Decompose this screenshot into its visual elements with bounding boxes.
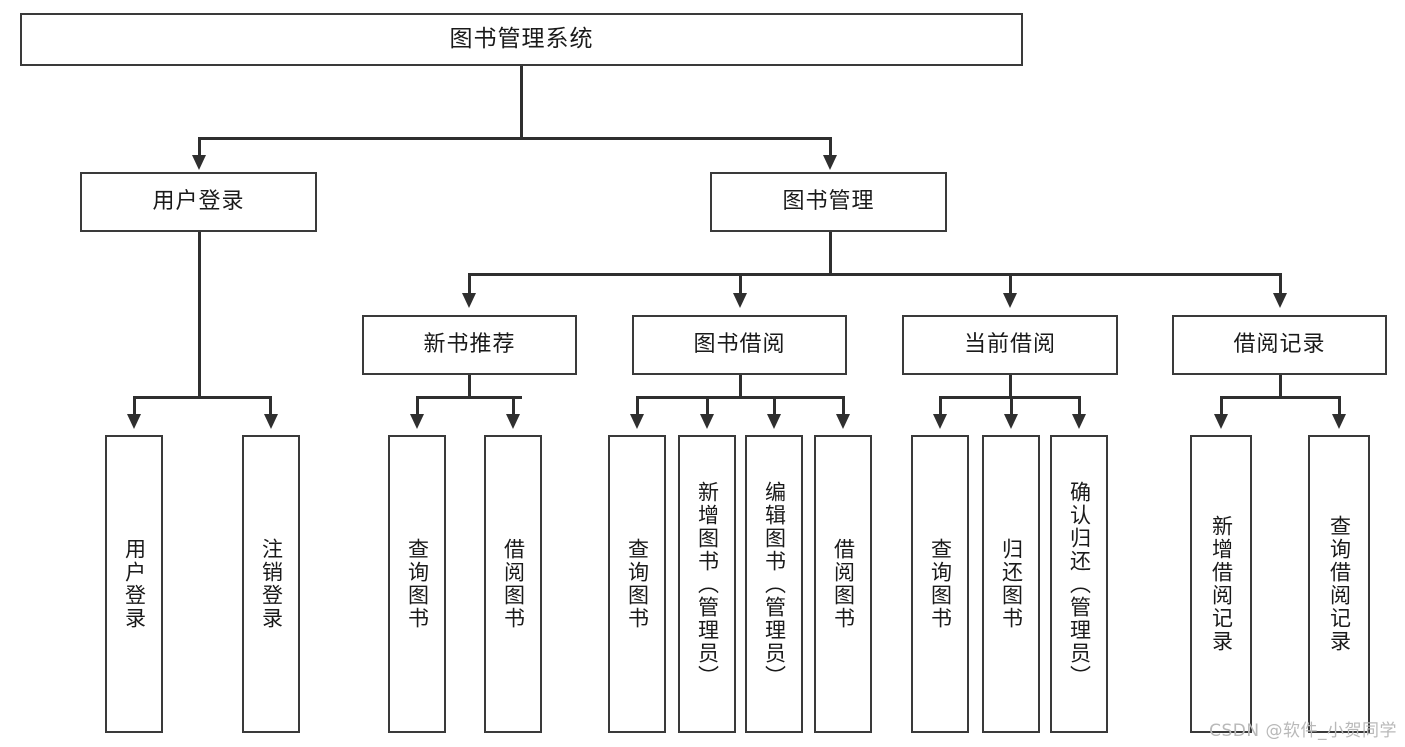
arrow-leaf-user-logout bbox=[264, 414, 278, 429]
connector-level3-bus bbox=[468, 273, 1280, 276]
node-borrow-record[interactable]: 借阅记录 bbox=[1172, 315, 1387, 375]
arrow-leaf-borrow-book-2 bbox=[836, 414, 850, 429]
node-user-login-label: 用户登录 bbox=[152, 189, 245, 215]
connector-cb-leg-2 bbox=[1010, 396, 1013, 416]
node-leaf-confirm-return[interactable]: 确认归还（管理员） bbox=[1050, 435, 1108, 733]
connector-l3-leg-2 bbox=[739, 273, 742, 295]
connector-l3-leg-1 bbox=[468, 273, 471, 295]
node-leaf-edit-book[interactable]: 编辑图书（管理员） bbox=[745, 435, 803, 733]
connector-br-leg-1 bbox=[1220, 396, 1223, 416]
node-book-manage-label: 图书管理 bbox=[782, 189, 875, 215]
arrow-leaf-confirm-return bbox=[1072, 414, 1086, 429]
node-leaf-add-record[interactable]: 新增借阅记录 bbox=[1190, 435, 1252, 733]
arrow-to-new-book-recommend bbox=[462, 293, 476, 308]
node-leaf-query-record-label: 查询借阅记录 bbox=[1327, 515, 1352, 653]
connector-new-book-leg-1 bbox=[416, 396, 419, 416]
connector-user-login-leg-1 bbox=[133, 396, 136, 416]
node-leaf-user-login[interactable]: 用户登录 bbox=[105, 435, 163, 733]
connector-bb-leg-1 bbox=[636, 396, 639, 416]
node-borrow-record-label: 借阅记录 bbox=[1233, 332, 1326, 358]
arrow-leaf-query-book-1 bbox=[410, 414, 424, 429]
connector-root-to-user-login bbox=[198, 137, 201, 157]
node-leaf-return-book-label: 归还图书 bbox=[999, 538, 1024, 630]
connector-bb-leg-4 bbox=[842, 396, 845, 416]
connector-user-login-bus bbox=[133, 396, 271, 399]
node-leaf-confirm-return-label: 确认归还（管理员） bbox=[1067, 480, 1092, 688]
arrow-leaf-query-book-3 bbox=[933, 414, 947, 429]
arrow-leaf-user-login bbox=[127, 414, 141, 429]
node-new-book-recommend[interactable]: 新书推荐 bbox=[362, 315, 577, 375]
node-root[interactable]: 图书管理系统 bbox=[20, 13, 1023, 66]
node-leaf-borrow-book-2[interactable]: 借阅图书 bbox=[814, 435, 872, 733]
connector-l3-leg-4 bbox=[1279, 273, 1282, 295]
connector-cb-leg-3 bbox=[1078, 396, 1081, 416]
node-leaf-query-book-3-label: 查询图书 bbox=[928, 538, 953, 630]
arrow-to-borrow-record bbox=[1273, 293, 1287, 308]
node-current-borrow[interactable]: 当前借阅 bbox=[902, 315, 1118, 375]
connector-root-down bbox=[520, 66, 523, 138]
node-leaf-query-book-2[interactable]: 查询图书 bbox=[608, 435, 666, 733]
node-leaf-user-login-label: 用户登录 bbox=[122, 538, 147, 630]
connector-cb-leg-1 bbox=[939, 396, 942, 416]
connector-book-borrow-bus bbox=[636, 396, 844, 399]
node-book-borrow[interactable]: 图书借阅 bbox=[632, 315, 847, 375]
arrow-leaf-add-book bbox=[700, 414, 714, 429]
connector-user-login-leg-2 bbox=[269, 396, 272, 416]
node-leaf-user-logout[interactable]: 注销登录 bbox=[242, 435, 300, 733]
node-leaf-borrow-book-1-label: 借阅图书 bbox=[501, 538, 526, 630]
arrow-leaf-borrow-book-1 bbox=[506, 414, 520, 429]
node-user-login[interactable]: 用户登录 bbox=[80, 172, 317, 232]
node-leaf-borrow-book-1[interactable]: 借阅图书 bbox=[484, 435, 542, 733]
arrow-leaf-query-record bbox=[1332, 414, 1346, 429]
arrow-to-current-borrow bbox=[1003, 293, 1017, 308]
connector-current-borrow-bus bbox=[939, 396, 1079, 399]
node-leaf-edit-book-label: 编辑图书（管理员） bbox=[762, 480, 787, 688]
arrow-to-user-login bbox=[192, 155, 206, 170]
connector-user-login-down bbox=[198, 232, 201, 397]
connector-bb-leg-2 bbox=[706, 396, 709, 416]
connector-br-leg-2 bbox=[1338, 396, 1341, 416]
connector-bb-leg-3 bbox=[773, 396, 776, 416]
node-book-borrow-label: 图书借阅 bbox=[693, 332, 786, 358]
connector-new-book-bus bbox=[416, 396, 522, 399]
node-leaf-add-record-label: 新增借阅记录 bbox=[1209, 515, 1234, 653]
node-leaf-borrow-book-2-label: 借阅图书 bbox=[831, 538, 856, 630]
connector-new-book-leg-2 bbox=[512, 396, 515, 416]
arrow-leaf-edit-book bbox=[767, 414, 781, 429]
node-leaf-query-book-3[interactable]: 查询图书 bbox=[911, 435, 969, 733]
node-new-book-recommend-label: 新书推荐 bbox=[423, 332, 516, 358]
node-leaf-query-book-2-label: 查询图书 bbox=[625, 538, 650, 630]
connector-root-bus bbox=[198, 137, 832, 140]
connector-borrow-record-bus bbox=[1220, 396, 1340, 399]
arrow-leaf-add-record bbox=[1214, 414, 1228, 429]
connector-book-borrow-down bbox=[739, 375, 742, 397]
node-book-manage[interactable]: 图书管理 bbox=[710, 172, 947, 232]
connector-l3-leg-3 bbox=[1009, 273, 1012, 295]
arrow-to-book-borrow bbox=[733, 293, 747, 308]
node-root-label: 图书管理系统 bbox=[449, 26, 594, 53]
node-leaf-query-book-1-label: 查询图书 bbox=[405, 538, 430, 630]
connector-current-borrow-down bbox=[1009, 375, 1012, 397]
arrow-leaf-return-book bbox=[1004, 414, 1018, 429]
connector-root-to-book-manage bbox=[829, 137, 832, 157]
connector-borrow-record-down bbox=[1279, 375, 1282, 397]
node-leaf-return-book[interactable]: 归还图书 bbox=[982, 435, 1040, 733]
arrow-leaf-query-book-2 bbox=[630, 414, 644, 429]
connector-new-book-down bbox=[468, 375, 471, 397]
node-leaf-user-logout-label: 注销登录 bbox=[259, 538, 284, 630]
node-leaf-query-record[interactable]: 查询借阅记录 bbox=[1308, 435, 1370, 733]
node-current-borrow-label: 当前借阅 bbox=[963, 332, 1056, 358]
connector-book-manage-down bbox=[829, 232, 832, 274]
node-leaf-add-book[interactable]: 新增图书（管理员） bbox=[678, 435, 736, 733]
node-leaf-query-book-1[interactable]: 查询图书 bbox=[388, 435, 446, 733]
arrow-to-book-manage bbox=[823, 155, 837, 170]
node-leaf-add-book-label: 新增图书（管理员） bbox=[695, 480, 720, 688]
watermark-text: CSDN @软件_小贺同学 bbox=[1209, 721, 1397, 741]
